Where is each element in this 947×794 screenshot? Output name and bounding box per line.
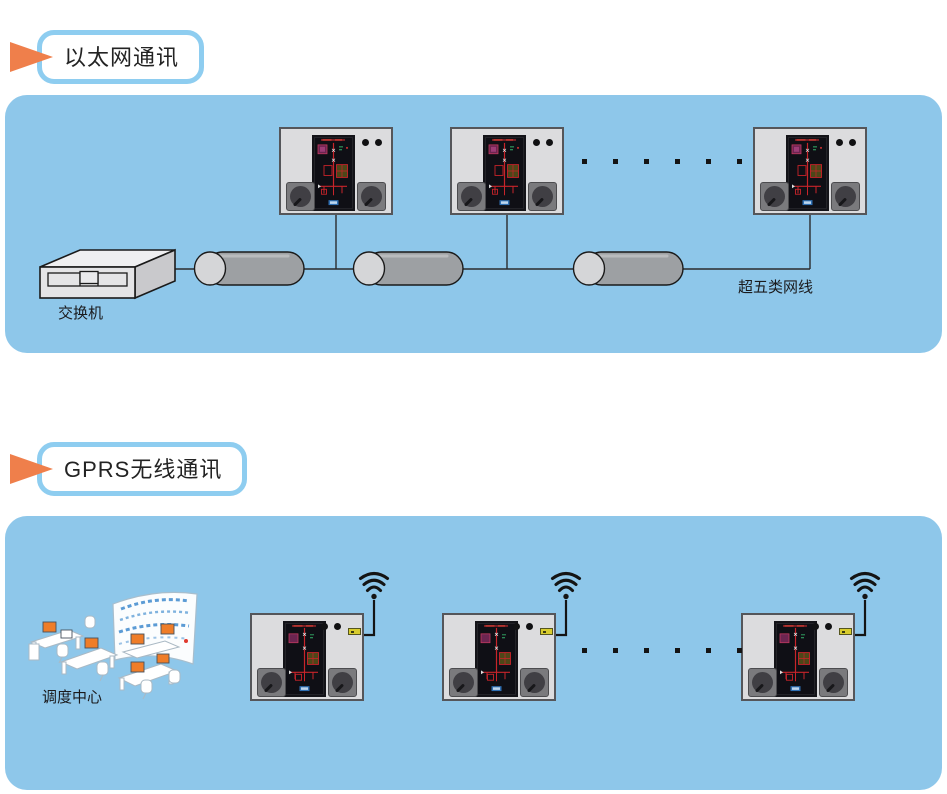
gprs-module (348, 628, 361, 635)
gprs-module (540, 628, 553, 635)
control-knob (449, 668, 478, 697)
cable-segment (193, 251, 305, 286)
control-knob (257, 668, 286, 697)
indicator-led (375, 139, 382, 146)
ethernet-network-graphic (39, 213, 811, 300)
ethernet-switch (39, 248, 176, 300)
indicator-led (533, 139, 540, 146)
device-screen (483, 135, 526, 211)
control-knob (357, 182, 386, 211)
device-screen (283, 621, 326, 697)
switch-label: 交换机 (58, 305, 104, 322)
device-screen (786, 135, 829, 211)
indicator-led (849, 139, 856, 146)
section-title-pill: GPRS无线通讯 (37, 442, 248, 496)
device-screen (312, 135, 355, 211)
cable-segment (352, 251, 464, 286)
section-title-ethernet: 以太网通讯 (64, 45, 180, 70)
ellipsis-dots (582, 159, 742, 164)
dispatch-center-label: 调度中心 (42, 689, 103, 706)
indicator-led (321, 623, 328, 630)
cable-label: 超五类网线 (738, 279, 814, 296)
relay-device (753, 127, 867, 215)
wifi-signal-icon (550, 571, 582, 600)
dispatch-center-illustration (28, 591, 198, 700)
control-knob (457, 182, 486, 211)
indicator-led (812, 623, 819, 630)
indicator-led (836, 139, 843, 146)
indicator-led (334, 623, 341, 630)
section-title-gprs: GPRS无线通讯 (64, 457, 223, 482)
section-title-pill: 以太网通讯 (37, 30, 205, 84)
indicator-led (362, 139, 369, 146)
wifi-signal-icon (358, 571, 390, 600)
relay-device-gprs (442, 613, 556, 701)
indicator-led (526, 623, 533, 630)
control-knob (328, 668, 357, 697)
relay-device-gprs (250, 613, 364, 701)
wifi-signal-icon (849, 571, 881, 600)
control-knob (520, 668, 549, 697)
relay-device-gprs (741, 613, 855, 701)
indicator-led (825, 623, 832, 630)
gprs-module (839, 628, 852, 635)
relay-device (450, 127, 564, 215)
indicator-led (513, 623, 520, 630)
control-knob (760, 182, 789, 211)
device-screen (774, 621, 817, 697)
ellipsis-dots (582, 648, 742, 653)
drop-lines (335, 213, 811, 269)
section-header-gprs: GPRS无线通讯 (10, 442, 248, 496)
section-header-ethernet: 以太网通讯 (10, 30, 205, 84)
ethernet-panel: 交换机 超五类网线 (5, 95, 942, 353)
relay-device (279, 127, 393, 215)
gprs-panel: 调度中心 (5, 516, 942, 790)
arrow-right-icon (10, 42, 53, 72)
control-knob (286, 182, 315, 211)
cable-segment (572, 251, 684, 286)
control-knob (528, 182, 557, 211)
device-screen (475, 621, 518, 697)
arrow-right-icon (10, 454, 53, 484)
indicator-led (546, 139, 553, 146)
control-knob (748, 668, 777, 697)
control-knob (819, 668, 848, 697)
control-knob (831, 182, 860, 211)
